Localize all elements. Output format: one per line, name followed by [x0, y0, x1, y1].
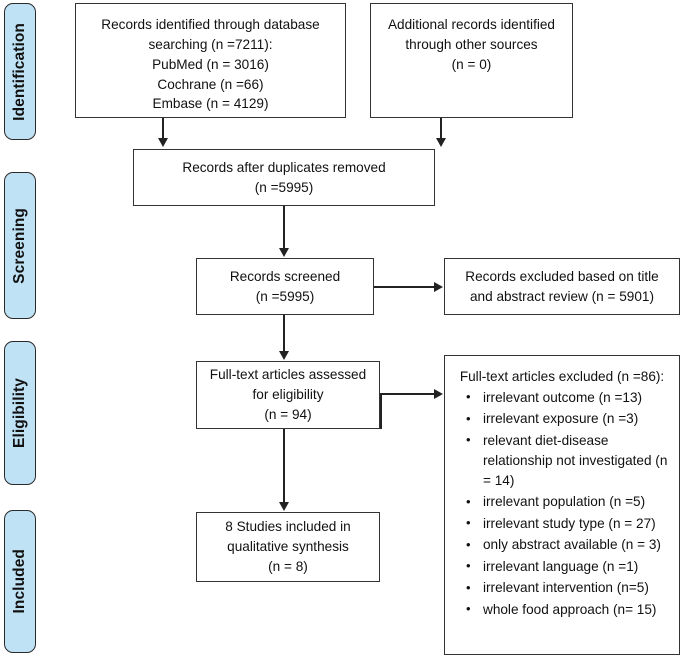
arrowhead-duplicates-to-screened — [278, 248, 289, 257]
connector-fulltext-elbow-vertical — [380, 394, 382, 429]
node-records-after-duplicates-removed-text: Records after duplicates removed (n =599… — [182, 159, 386, 195]
node-studies-included: 8 Studies included in qualitative synthe… — [196, 512, 380, 582]
node-records-excluded-text: Records excluded based on title and abst… — [465, 268, 659, 304]
node-records-after-duplicates-removed: Records after duplicates removed (n =599… — [133, 149, 435, 206]
arrowhead-fulltext-to-included — [278, 502, 289, 511]
connector-screened-to-fulltext — [283, 315, 285, 352]
list-item: whole food approach (n= 15) — [466, 599, 671, 620]
connector-screened-to-excluded — [374, 286, 435, 288]
arrowhead-screened-to-excluded — [434, 281, 443, 292]
stage-tab-identification: Identification — [4, 3, 36, 140]
node-fulltext-excluded-title: Full-text articles excluded (n =86): — [459, 369, 665, 384]
node-records-identified-database-text: Records identified through database sear… — [101, 17, 320, 112]
arrowhead-screened-to-fulltext — [278, 351, 289, 360]
node-records-screened-text: Records screened (n =5995) — [229, 268, 341, 304]
node-records-screened: Records screened (n =5995) — [196, 258, 374, 315]
stage-tab-identification-label: Identification — [11, 22, 28, 121]
fulltext-excluded-reason-list: irrelevant outcome (n =13) irrelevant ex… — [445, 387, 679, 621]
node-fulltext-excluded: Full-text articles excluded (n =86): irr… — [444, 355, 680, 655]
node-studies-included-text: 8 Studies included in qualitative synthe… — [225, 519, 351, 574]
node-additional-records-other-sources-text: Additional records identified through ot… — [387, 17, 555, 72]
node-records-excluded: Records excluded based on title and abst… — [444, 258, 680, 315]
list-item: only abstract available (n = 3) — [466, 535, 671, 555]
list-item: irrelevant population (n =5) — [466, 492, 671, 512]
connector-duplicates-to-screened — [283, 206, 285, 249]
connector-fulltext-to-included — [283, 429, 285, 503]
node-records-identified-database: Records identified through database sear… — [75, 3, 346, 118]
connector-db-search-down — [162, 118, 164, 139]
arrowhead-db-search-down — [157, 138, 168, 147]
list-item: irrelevant exposure (n =3) — [466, 409, 671, 429]
arrowhead-fulltext-to-excluded — [434, 388, 443, 399]
stage-tab-screening: Screening — [4, 172, 36, 319]
arrowhead-other-sources-down — [435, 138, 446, 147]
list-item: relevant diet-disease relationship not i… — [466, 430, 671, 491]
stage-tab-included: Included — [4, 510, 36, 653]
stage-tab-eligibility: Eligibility — [4, 341, 36, 485]
node-additional-records-other-sources: Additional records identified through ot… — [370, 3, 573, 118]
stage-tab-included-label: Included — [11, 549, 28, 614]
stage-tab-screening-label: Screening — [11, 207, 28, 284]
node-fulltext-assessed-text: Full-text articles assessed for eligibil… — [209, 367, 367, 422]
list-item: irrelevant language (n =1) — [466, 556, 671, 577]
list-item: irrelevant outcome (n =13) — [466, 387, 671, 408]
stage-tab-eligibility-label: Eligibility — [11, 378, 28, 448]
list-item: irrelevant intervention (n=5) — [466, 578, 671, 598]
node-fulltext-assessed: Full-text articles assessed for eligibil… — [196, 361, 380, 429]
connector-fulltext-to-excluded — [380, 393, 435, 395]
list-item: irrelevant study type (n = 27) — [466, 513, 671, 534]
connector-other-sources-down — [440, 118, 442, 139]
